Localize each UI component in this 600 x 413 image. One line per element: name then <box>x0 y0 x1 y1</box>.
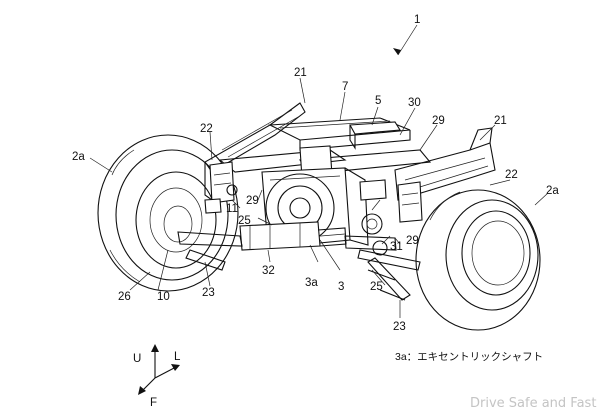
label-suspension-tower-left: 22 <box>200 123 213 135</box>
vehicle-arrow-icon <box>393 48 401 55</box>
label-knuckle-left: 10 <box>157 291 170 303</box>
label-side-frame-left: 21 <box>294 67 307 79</box>
axis-label-left: L <box>174 351 181 363</box>
label-cross-member: 7 <box>342 81 348 93</box>
label-mount-left: 11 <box>226 203 238 215</box>
axis-label-front: F <box>150 397 157 409</box>
reference-labels: 1 21 7 5 30 29 21 22 22 2a 2a 29 11 25 3… <box>72 14 559 333</box>
label-bracket-right: 29 <box>432 115 445 127</box>
label-vehicle: 1 <box>414 14 420 26</box>
left-wheel <box>97 134 239 292</box>
label-wheel-left: 2a <box>72 151 85 163</box>
orientation-axes: U L F <box>133 344 181 409</box>
watermark: Drive Safe and Fast <box>470 396 596 411</box>
label-subframe: 30 <box>408 97 421 109</box>
label-wheel-right: 2a <box>546 185 559 197</box>
label-engine-body: 3 <box>338 281 344 293</box>
right-wheel <box>415 189 541 331</box>
brackets <box>204 179 388 256</box>
label-lower-arm-right: 23 <box>393 321 406 333</box>
label-suspension-tower-right: 22 <box>505 169 518 181</box>
axis-label-up: U <box>133 353 141 365</box>
right-side-frame <box>394 127 496 201</box>
label-side-frame-right: 21 <box>494 115 507 127</box>
leader-lines <box>89 24 549 318</box>
label-shaft-housing: 32 <box>262 265 275 277</box>
figure-caption: 3a：エキセントリックシャフト <box>395 351 543 363</box>
label-bracket-center: 29 <box>246 195 259 207</box>
label-link-right: 25 <box>370 281 383 293</box>
label-link-left: 25 <box>238 215 251 227</box>
lower-arms <box>177 231 421 301</box>
right-suspension-tower <box>397 181 423 223</box>
left-suspension-tower <box>209 161 235 204</box>
label-motor-unit: 5 <box>375 95 381 107</box>
label-bolt-right: 31 <box>390 241 403 253</box>
up-arrow-icon <box>151 344 159 352</box>
label-hub-left: 26 <box>118 291 131 303</box>
label-lower-arm-left: 23 <box>202 287 215 299</box>
front-arrow-icon <box>138 386 146 395</box>
label-bracket-lower-right: 29 <box>406 235 419 247</box>
label-eccentric-shaft: 3a <box>305 277 318 289</box>
left-arrow-icon <box>171 364 180 371</box>
shaft-housing <box>239 221 347 251</box>
